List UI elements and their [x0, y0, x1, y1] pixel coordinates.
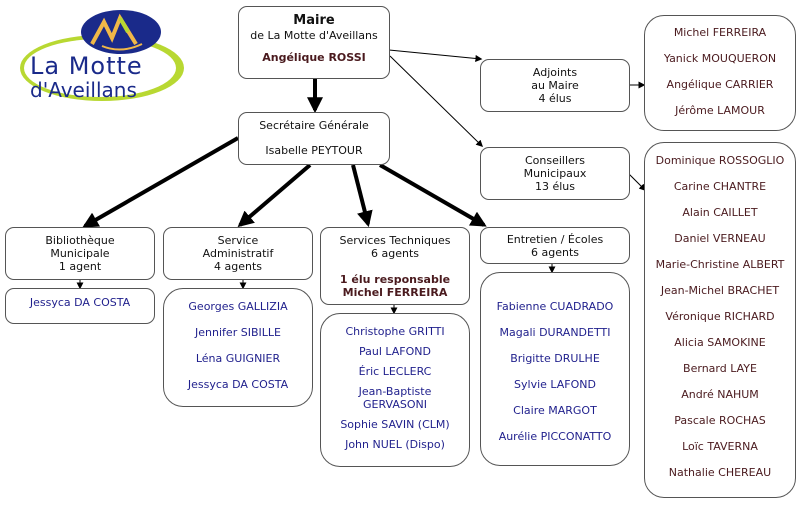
conseiller-name: Daniel VERNEAU: [674, 232, 766, 245]
conseiller-name: Véronique RICHARD: [665, 310, 775, 323]
adjoint-name: Yanick MOUQUERON: [663, 52, 777, 65]
adjoints-line: Adjoints: [532, 66, 578, 79]
maire-box: Maire de La Motte d'Aveillans Angélique …: [238, 6, 390, 79]
agent-name: GERVASONI: [363, 398, 427, 411]
conseiller-name: Pascale ROCHAS: [674, 414, 766, 427]
bibliotheque-list: Jessyca DA COSTA: [5, 288, 155, 324]
adjoints-list: Michel FERREIRA Yanick MOUQUERON Angéliq…: [644, 15, 796, 131]
agent-name: Georges GALLIZIA: [188, 300, 288, 313]
conseillers-line: Conseillers: [524, 154, 586, 167]
agent-name: Magali DURANDETTI: [499, 326, 611, 339]
conseiller-name: Alicia SAMOKINE: [674, 336, 766, 349]
service-line: Administratif: [202, 247, 274, 260]
adjoint-name: Michel FERREIRA: [673, 26, 767, 39]
agent-name: Brigitte DRULHE: [510, 352, 600, 365]
agent-name: Éric LECLERC: [358, 365, 432, 378]
agent-name: Sophie SAVIN (CLM): [340, 418, 450, 431]
conseiller-name: Loïc TAVERNA: [682, 440, 758, 453]
conseiller-name: André NAHUM: [681, 388, 759, 401]
agent-name: Christophe GRITTI: [345, 325, 445, 338]
adjoints-line: au Maire: [531, 79, 579, 92]
entretien-box: Entretien / Écoles 6 agents: [480, 227, 630, 264]
conseiller-name: Bernard LAYE: [683, 362, 757, 375]
conseiller-name: Marie-Christine ALBERT: [655, 258, 785, 271]
agent-name: Jessyca DA COSTA: [29, 296, 131, 309]
secretaire-name: Isabelle PEYTOUR: [265, 144, 363, 157]
adjoints-line: 4 élus: [538, 92, 572, 105]
conseiller-name: Carine CHANTRE: [673, 180, 767, 193]
service-line: Municipale: [50, 247, 110, 260]
bibliotheque-box: Bibliothèque Municipale 1 agent: [5, 227, 155, 280]
maire-subtitle: de La Motte d'Aveillans: [250, 29, 378, 42]
service-line: Services Techniques: [339, 234, 451, 247]
logo-line-2: d'Aveillans: [30, 78, 137, 102]
conseiller-name: Nathalie CHEREAU: [668, 466, 772, 479]
service-line: 1 agent: [58, 260, 102, 273]
service-line: Entretien / Écoles: [506, 233, 604, 246]
conseillers-line: Municipaux: [523, 167, 587, 180]
responsible-label: 1 élu responsable: [339, 273, 451, 286]
adjoint-name: Angélique CARRIER: [666, 78, 774, 91]
agent-name: Claire MARGOT: [513, 404, 597, 417]
arrow-secretaire-administratif: [237, 163, 312, 228]
service-line: Bibliothèque: [45, 234, 115, 247]
agent-name: Léna GUIGNIER: [195, 352, 281, 365]
entretien-list: Fabienne CUADRADO Magali DURANDETTI Brig…: [480, 272, 630, 466]
arrow-secretaire-bibliotheque: [82, 136, 239, 228]
arrow-maire-conseillers: [389, 55, 484, 147]
arrow-secretaire-entretien: [379, 163, 487, 227]
conseiller-name: Dominique ROSSOGLIO: [655, 154, 785, 167]
maire-name: Angélique ROSSI: [262, 51, 366, 64]
responsible-name: Michel FERREIRA: [342, 286, 448, 299]
conseiller-name: Jean-Michel BRACHET: [660, 284, 780, 297]
agent-name: Aurélie PICCONATTO: [498, 430, 612, 443]
agent-name: Fabienne CUADRADO: [496, 300, 614, 313]
agent-name: Paul LAFOND: [359, 345, 431, 358]
secretaire-title: Secrétaire Générale: [259, 119, 369, 132]
techniques-list: Christophe GRITTI Paul LAFOND Éric LECLE…: [320, 313, 470, 467]
agent-name: John NUEL (Dispo): [345, 438, 445, 451]
administratif-box: Service Administratif 4 agents: [163, 227, 313, 280]
adjoints-box: Adjoints au Maire 4 élus: [480, 59, 630, 112]
service-line: 6 agents: [530, 246, 579, 259]
agent-name: Jean-Baptiste: [358, 385, 432, 398]
adjoint-name: Jérôme LAMOUR: [675, 104, 765, 117]
administratif-list: Georges GALLIZIA Jennifer SIBILLE Léna G…: [163, 288, 313, 407]
secretaire-box: Secrétaire Générale Isabelle PEYTOUR: [238, 112, 390, 165]
maire-title: Maire: [293, 13, 335, 28]
conseillers-box: Conseillers Municipaux 13 élus: [480, 147, 630, 200]
conseiller-name: Alain CAILLET: [682, 206, 758, 219]
conseillers-list: Dominique ROSSOGLIO Carine CHANTRE Alain…: [644, 142, 796, 498]
logo: La Motte d'Aveillans: [16, 8, 188, 104]
service-line: 4 agents: [213, 260, 262, 273]
service-line: 6 agents: [370, 247, 419, 260]
agent-name: Jennifer SIBILLE: [195, 326, 281, 339]
logo-line-1: La Motte: [30, 52, 143, 80]
agent-name: Sylvie LAFOND: [514, 378, 596, 391]
agent-name: Jessyca DA COSTA: [187, 378, 289, 391]
logo-emblem-icon: [20, 10, 184, 101]
service-line: Service: [217, 234, 259, 247]
arrow-conseillers-list: [628, 173, 646, 191]
conseillers-line: 13 élus: [534, 180, 576, 193]
techniques-box: Services Techniques 6 agents 1 élu respo…: [320, 227, 470, 305]
arrow-secretaire-techniques: [351, 164, 373, 228]
arrow-maire-adjoints: [388, 49, 483, 62]
